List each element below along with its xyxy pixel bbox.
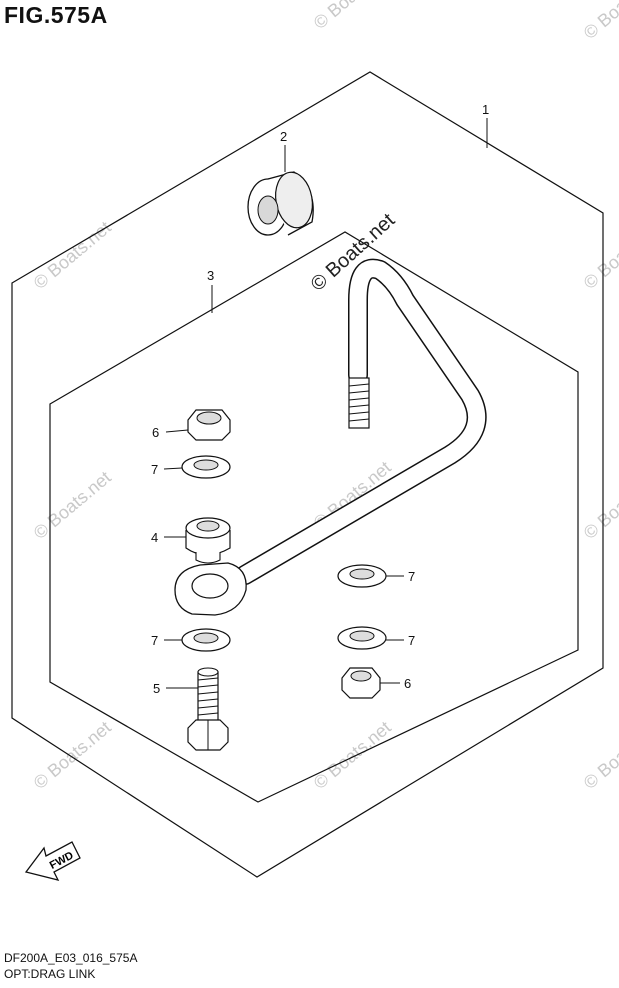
callout-3: 3 bbox=[207, 268, 214, 283]
washer-right-upper bbox=[337, 564, 387, 588]
callout-1: 1 bbox=[482, 102, 489, 117]
collar-part bbox=[185, 517, 231, 564]
watermark: © Boats.net bbox=[580, 467, 619, 543]
callout-7-right-upper: 7 bbox=[408, 569, 415, 584]
kit-outline-inner bbox=[49, 231, 579, 803]
drag-link-rod bbox=[174, 258, 487, 616]
watermark-group: © Boats.net © Boats.net © Boats.net © Bo… bbox=[30, 0, 619, 793]
callout-5: 5 bbox=[153, 681, 160, 696]
watermark: © Boats.net bbox=[30, 717, 115, 793]
watermark: © Boats.net bbox=[310, 0, 395, 33]
callout-7-upper-left: 7 bbox=[151, 462, 158, 477]
washer-lower-right bbox=[337, 626, 387, 650]
watermark: © Boats.net bbox=[310, 717, 395, 793]
washer-lower-left bbox=[181, 628, 231, 652]
callout-6-lower: 6 bbox=[404, 676, 411, 691]
watermark: © Boats.net bbox=[580, 217, 619, 293]
watermark: © Boats.net bbox=[580, 0, 619, 43]
lock-nut-upper bbox=[187, 409, 231, 441]
callout-6-upper: 6 bbox=[152, 425, 159, 440]
bushing-part bbox=[247, 171, 314, 236]
leader-lines bbox=[163, 118, 488, 689]
callout-7-lower-right: 7 bbox=[408, 633, 415, 648]
kit-outline-outer bbox=[11, 71, 604, 878]
callout-7-lower-left: 7 bbox=[151, 633, 158, 648]
callout-4: 4 bbox=[151, 530, 158, 545]
washer-upper-left bbox=[181, 455, 231, 479]
watermark: © Boats.net bbox=[30, 467, 115, 543]
drawing-code: DF200A_E03_016_575A bbox=[4, 951, 138, 965]
figure-title: FIG.575A bbox=[4, 2, 108, 28]
watermark: © Boats.net bbox=[580, 717, 619, 793]
bolt-part bbox=[187, 667, 229, 751]
drawing-name: OPT:DRAG LINK bbox=[4, 967, 96, 981]
watermark: © Boats.net bbox=[30, 217, 115, 293]
fwd-arrow-icon: FWD bbox=[24, 841, 81, 881]
callout-2: 2 bbox=[280, 129, 287, 144]
lock-nut-lower bbox=[341, 667, 381, 699]
